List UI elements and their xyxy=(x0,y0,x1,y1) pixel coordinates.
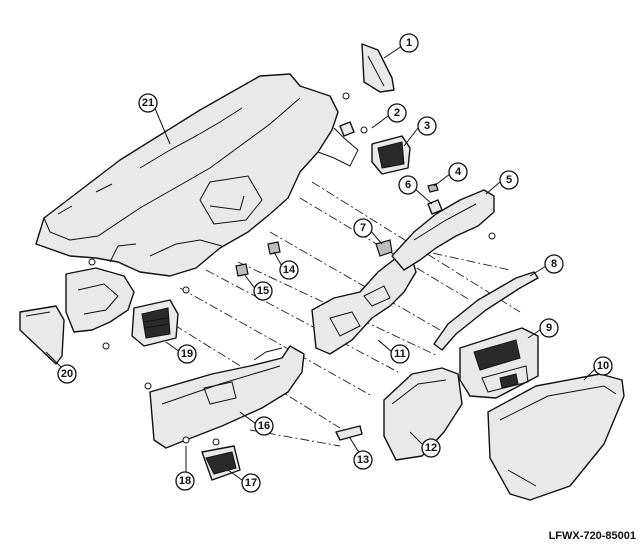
small-trim-strip xyxy=(335,425,363,441)
callout-10: 10 xyxy=(593,356,613,376)
callout-number: 12 xyxy=(425,442,437,454)
instrument-panel-main xyxy=(35,73,359,277)
callout-7: 7 xyxy=(353,218,373,238)
callout-number: 3 xyxy=(424,120,430,132)
callout-6: 6 xyxy=(398,175,418,195)
callout-2: 2 xyxy=(387,103,407,123)
callout-3: 3 xyxy=(417,116,437,136)
callout-number: 16 xyxy=(258,420,270,432)
diagram-code-label: LFWX-720-85001 xyxy=(548,530,636,542)
callout-12: 12 xyxy=(421,438,441,458)
callout-1: 1 xyxy=(399,33,419,53)
callout-number: 13 xyxy=(357,454,369,466)
callout-8: 8 xyxy=(544,254,564,274)
upper-center-bracket xyxy=(391,189,495,271)
callout-15: 15 xyxy=(253,281,273,301)
callout-number: 21 xyxy=(142,97,154,109)
callout-number: 7 xyxy=(360,222,366,234)
center-console-frame xyxy=(311,251,417,355)
callout-number: 4 xyxy=(455,166,462,178)
right-air-vent xyxy=(371,135,411,175)
left-side-trim xyxy=(19,305,65,365)
callout-number: 19 xyxy=(181,348,193,360)
glove-box xyxy=(487,373,625,501)
callout-4: 4 xyxy=(448,162,468,182)
left-air-vent xyxy=(131,299,179,347)
callout-number: 14 xyxy=(283,264,296,276)
callout-18: 18 xyxy=(175,471,195,491)
upper-corner-cover xyxy=(361,43,395,93)
callout-number: 18 xyxy=(179,475,191,487)
callout-number: 10 xyxy=(597,360,609,372)
finisher-strip xyxy=(433,271,539,351)
callout-number: 9 xyxy=(546,322,552,334)
leader-lines xyxy=(45,45,597,481)
callout-19: 19 xyxy=(177,344,197,364)
callout-number: 6 xyxy=(405,179,411,191)
fasteners xyxy=(88,92,496,446)
callout-number: 2 xyxy=(394,107,400,119)
callout-number: 17 xyxy=(245,477,257,489)
callout-9: 9 xyxy=(539,318,559,338)
callout-number: 11 xyxy=(394,348,406,360)
center-audio-unit xyxy=(459,327,539,399)
left-support-bracket xyxy=(65,267,135,333)
callout-17: 17 xyxy=(241,473,261,493)
lower-knee-panel xyxy=(149,345,305,449)
callout-number: 8 xyxy=(551,258,557,270)
callout-21: 21 xyxy=(138,93,158,113)
callout-number: 5 xyxy=(506,174,512,186)
cluster-lid xyxy=(383,367,463,461)
callout-16: 16 xyxy=(254,416,274,436)
callout-number: 20 xyxy=(61,368,73,380)
callout-14: 14 xyxy=(279,260,299,280)
callout-number: 15 xyxy=(257,285,269,297)
callout-11: 11 xyxy=(390,344,410,364)
callout-number: 1 xyxy=(406,37,412,49)
callout-5: 5 xyxy=(499,170,519,190)
callout-20: 20 xyxy=(57,364,77,384)
callout-13: 13 xyxy=(353,450,373,470)
